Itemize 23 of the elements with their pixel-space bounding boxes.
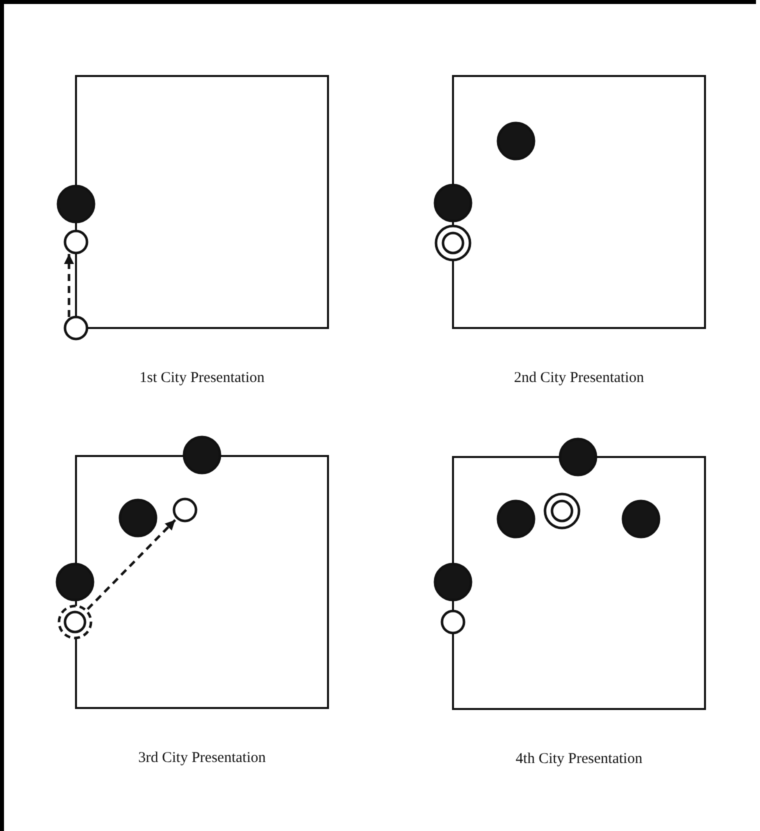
double-ring	[542, 491, 582, 531]
filled-circle	[181, 434, 223, 476]
panel-caption: 2nd City Presentation	[514, 370, 644, 387]
filled-circle	[557, 436, 599, 478]
filled-circle	[495, 498, 537, 540]
hollow-circle	[439, 608, 467, 636]
panel-caption: 1st City Presentation	[140, 370, 264, 387]
filled-circle	[432, 182, 474, 224]
hollow-circle	[62, 314, 90, 342]
double-ring	[433, 223, 473, 263]
hollow-circle	[62, 228, 90, 256]
dashed-arrow	[64, 254, 74, 317]
filled-circle	[432, 561, 474, 603]
panel-caption: 3rd City Presentation	[138, 750, 266, 767]
filled-circle	[54, 561, 96, 603]
filled-circle	[55, 183, 97, 225]
panel-caption: 4th City Presentation	[516, 751, 642, 768]
hollow-circle	[171, 496, 199, 524]
filled-circle	[620, 498, 662, 540]
filled-circle	[117, 497, 159, 539]
filled-circle	[495, 120, 537, 162]
dashed-double-ring	[56, 603, 94, 641]
dashed-arrow	[86, 519, 176, 610]
